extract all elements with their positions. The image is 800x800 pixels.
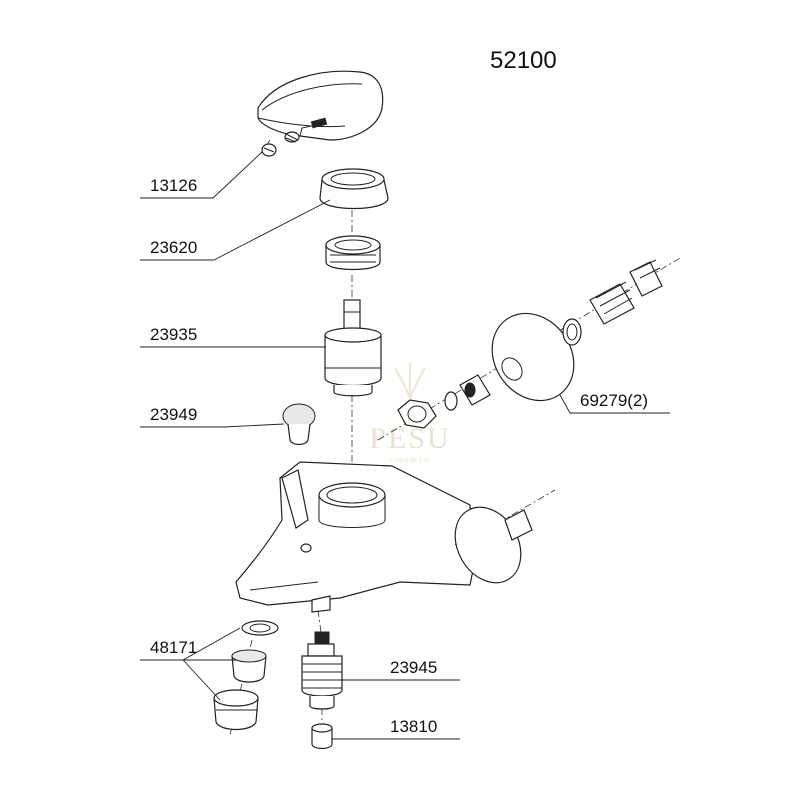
watermark-brand: PESU (369, 422, 450, 455)
watermark-logo-icon (394, 362, 426, 399)
leader-lines (140, 151, 670, 740)
cover-cap (319, 168, 389, 210)
retaining-nut (325, 235, 381, 271)
handle-screw (261, 131, 300, 157)
diverter-nut (311, 723, 333, 750)
part-label-23620: 23620 (150, 238, 197, 257)
part-label-23949: 23949 (150, 405, 197, 424)
eccentric-set (397, 259, 663, 429)
model-number: 52100 (490, 47, 557, 74)
cartridge (324, 299, 382, 397)
diverter-knob (282, 403, 316, 446)
part-label-48171: 48171 (150, 638, 197, 657)
lever-handle (257, 70, 384, 141)
part-label-23945: 23945 (390, 658, 437, 677)
aerator-set (213, 620, 279, 731)
watermark-tagline: Corporate Ltd. (389, 456, 430, 464)
diverter-cartridge (301, 631, 343, 710)
part-label-13126: 13126 (150, 176, 197, 195)
part-label-23935: 23935 (150, 325, 197, 344)
part-label-69279: 69279(2) (580, 391, 648, 410)
watermark: PESU Corporate Ltd. (369, 362, 450, 464)
mixer-body (235, 461, 533, 613)
part-label-13810: 13810 (390, 717, 437, 736)
